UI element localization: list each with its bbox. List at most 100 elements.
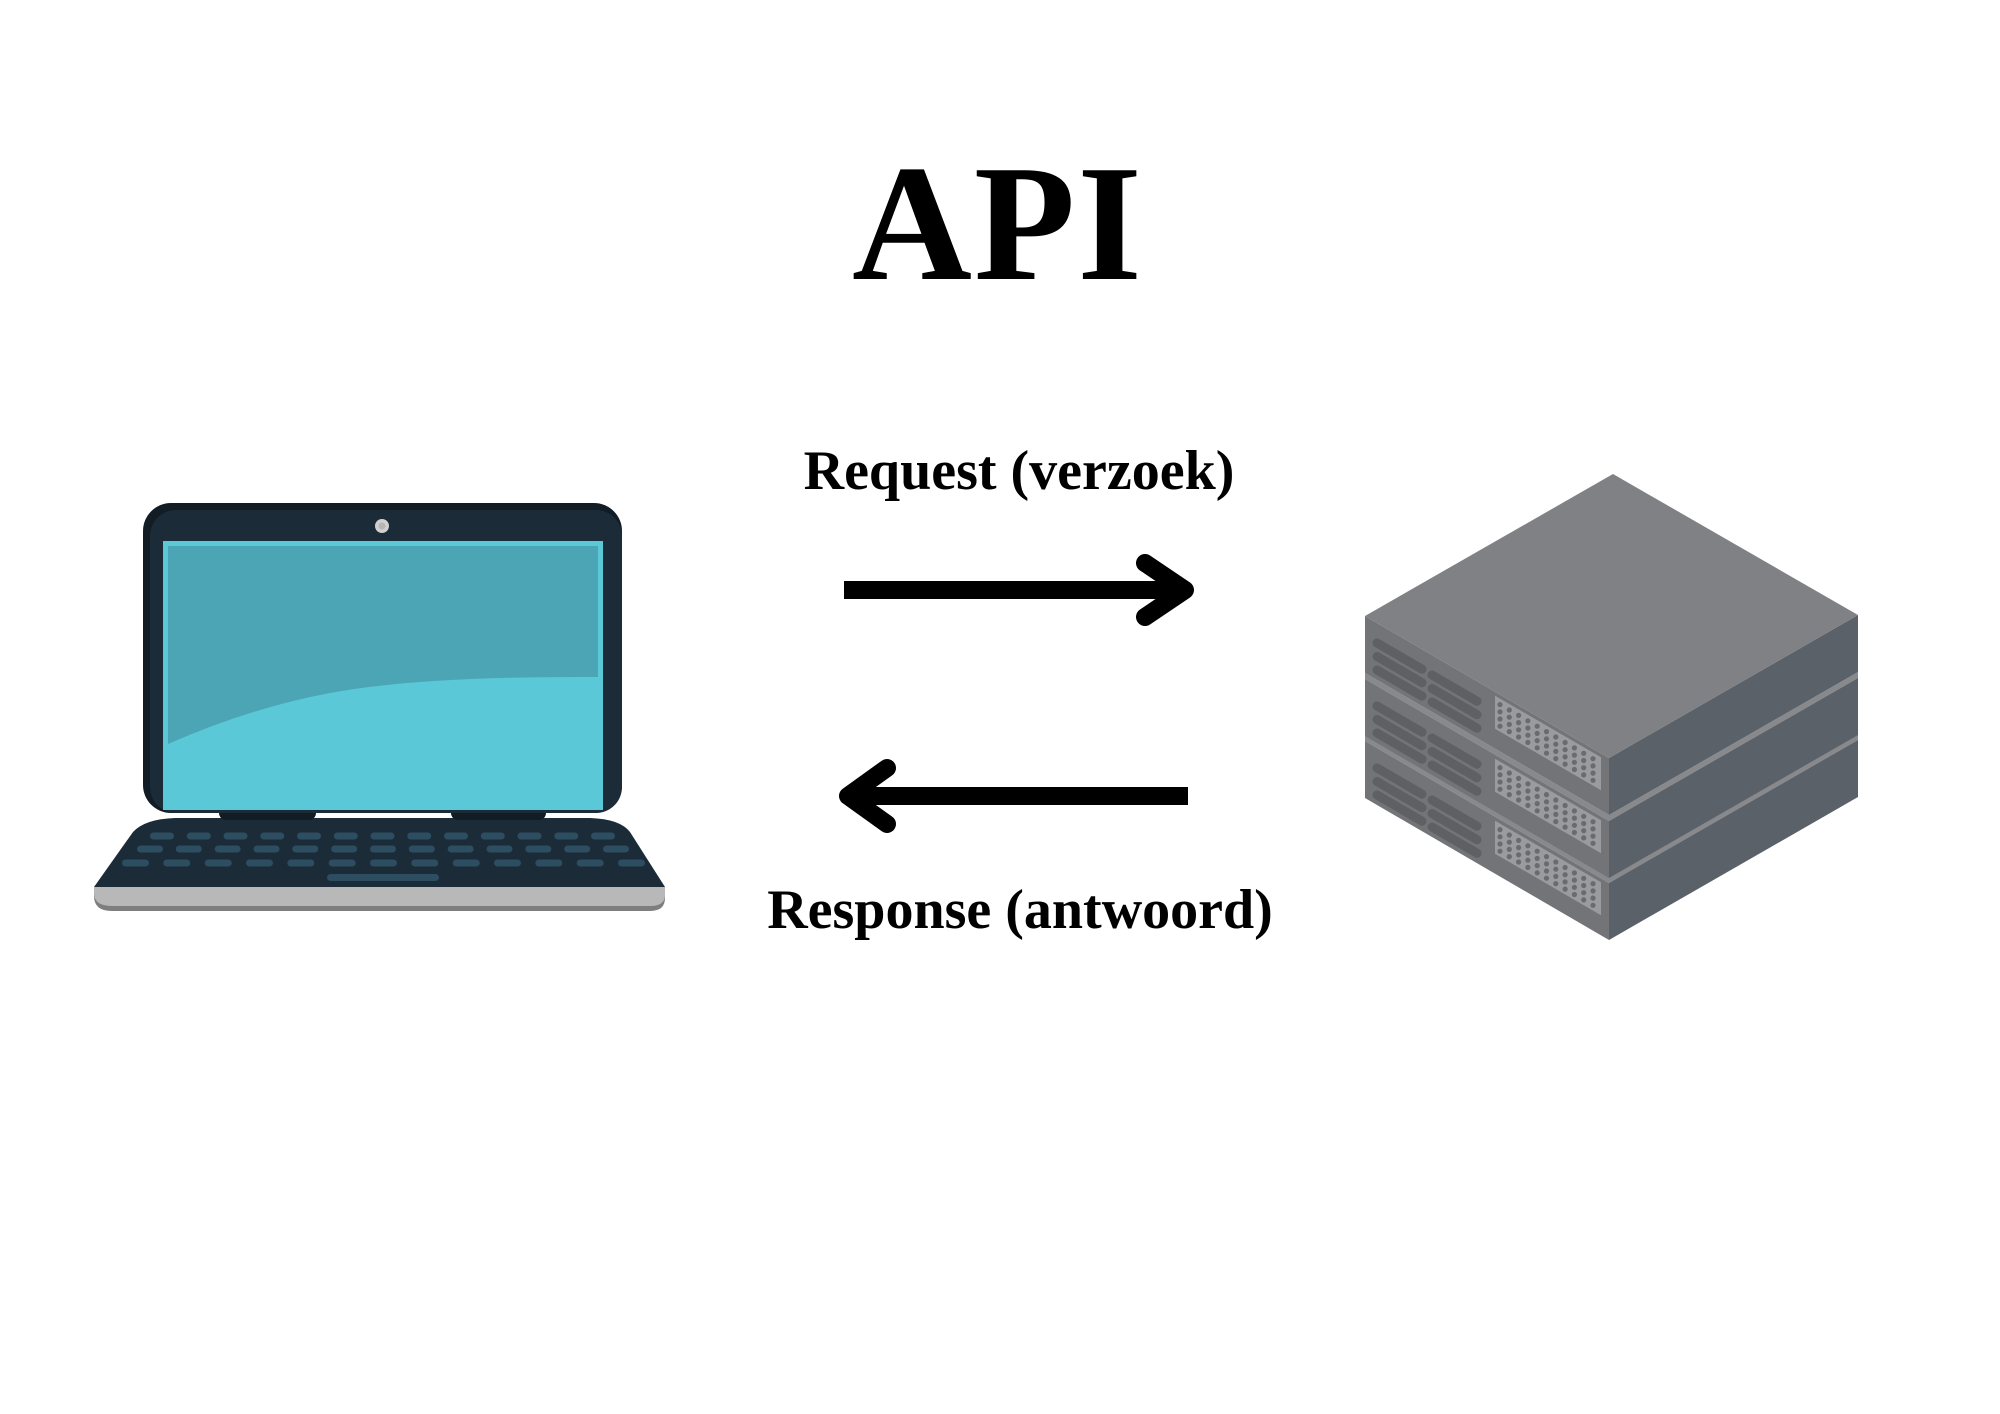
- server-grill-hole: [1543, 813, 1550, 819]
- server-grill-hole: [1516, 775, 1522, 782]
- server-grill-hole: [1534, 870, 1540, 876]
- keyboard-key: [204, 859, 232, 867]
- server-grill-hole: [1506, 770, 1512, 776]
- server-vent-slot: [1427, 733, 1482, 769]
- keyboard-key: [370, 859, 397, 867]
- server-grill-hole: [1590, 881, 1596, 887]
- server-grill-hole: [1516, 845, 1522, 851]
- server-grill-hole: [1534, 730, 1540, 737]
- keyboard-key: [253, 845, 280, 853]
- request-label: Request (verzoek): [803, 440, 1235, 502]
- server-grill-hole: [1571, 877, 1577, 883]
- server-grill-hole: [1497, 709, 1503, 715]
- keyboard-key: [576, 859, 604, 867]
- request-arrow: [844, 554, 1194, 626]
- server-grill-hole: [1571, 766, 1577, 773]
- keyboard-key: [494, 859, 521, 867]
- server-grill-hole: [1581, 820, 1587, 827]
- server-grill-hole: [1553, 756, 1559, 762]
- keyboard-key: [370, 845, 396, 853]
- server-grill-hole: [1534, 855, 1540, 862]
- server-grill-hole: [1506, 839, 1512, 845]
- server-grill-hole: [1516, 734, 1522, 740]
- server-grill-hole: [1553, 734, 1559, 740]
- server-grill-hole: [1534, 786, 1540, 792]
- server-grill-hole: [1516, 712, 1522, 719]
- server-grill-hole: [1497, 772, 1503, 778]
- server-grill-hole: [1506, 846, 1512, 853]
- server-grill-hole: [1581, 765, 1587, 771]
- server-grill-hole: [1590, 756, 1596, 762]
- keyboard-key: [480, 832, 505, 840]
- server-grill-hole: [1516, 720, 1522, 726]
- keyboard-key: [444, 832, 468, 840]
- server-grill-hole: [1562, 810, 1568, 816]
- keyboard-key: [370, 832, 395, 840]
- keyboard-key: [408, 845, 435, 853]
- keyboard-key: [186, 832, 211, 840]
- server-grill-hole: [1581, 890, 1587, 896]
- server-vent-slot: [1427, 760, 1482, 796]
- server-grill-hole: [1497, 702, 1503, 708]
- server-grill-hole: [1553, 748, 1559, 755]
- keyboard-key: [246, 859, 273, 867]
- server-grill-hole: [1534, 745, 1540, 751]
- keyboard-key: [618, 859, 645, 867]
- keyboard-key: [564, 845, 591, 853]
- server-grill-hole: [1506, 832, 1512, 838]
- response-arrow-head: [839, 759, 896, 833]
- server-unit-side-face: [1609, 740, 1858, 940]
- server-grill-hole: [1571, 759, 1577, 765]
- server-grill-hole: [1553, 873, 1559, 880]
- server-grill-hole: [1562, 739, 1568, 746]
- server-grill-hole: [1581, 757, 1587, 764]
- server-grill-hole: [1553, 881, 1559, 887]
- server-grill-hole: [1516, 790, 1522, 796]
- keyboard-key: [163, 859, 191, 867]
- server-grill-hole: [1534, 738, 1540, 744]
- server-grill-hole: [1543, 868, 1550, 874]
- server-vent-slot: [1372, 763, 1427, 799]
- server-grill-hole: [1590, 833, 1596, 839]
- keyboard-key: [331, 845, 358, 853]
- server-grill-hole: [1590, 819, 1596, 825]
- server-grill-hole: [1506, 729, 1512, 735]
- server-grill-hole: [1497, 841, 1503, 847]
- server-grill-hole: [1581, 835, 1587, 841]
- response-arrow: [839, 759, 1188, 833]
- server-grill-panel: [1495, 758, 1601, 854]
- server-grill-hole: [1525, 732, 1531, 738]
- server-grill-hole: [1571, 870, 1577, 876]
- keyboard-key: [452, 859, 480, 867]
- server-vent-slot: [1427, 822, 1482, 858]
- server-grill-hole: [1562, 872, 1568, 878]
- server-grill-hole: [1553, 804, 1559, 810]
- screen-reflection: [168, 546, 598, 744]
- server-grill-hole: [1497, 723, 1503, 729]
- keyboard-key: [333, 832, 358, 840]
- server-grill-hole: [1525, 795, 1531, 801]
- server-grill-hole: [1571, 815, 1577, 821]
- server-grill-hole: [1581, 882, 1587, 889]
- server-grill-hole: [1543, 875, 1550, 881]
- server-grill-hole: [1571, 891, 1577, 898]
- server-grill-hole: [1543, 743, 1550, 749]
- server-grill-hole: [1534, 863, 1540, 869]
- server-unit-front-face: [1365, 679, 1609, 878]
- keyboard-key: [214, 845, 241, 853]
- server-grill-hole: [1553, 741, 1559, 747]
- server-vent-slot: [1372, 715, 1427, 751]
- keyboard-key: [554, 832, 579, 840]
- server-grill-hole: [1497, 765, 1503, 771]
- server-grill-hole: [1525, 725, 1531, 731]
- server-vent-slot: [1372, 728, 1427, 764]
- server-grill-hole: [1562, 879, 1568, 885]
- keyboard-key: [292, 845, 319, 853]
- server-top-face: [1365, 474, 1858, 758]
- keyboard-spacebar: [327, 874, 439, 881]
- server-unit: [1365, 615, 1858, 815]
- laptop-base: [94, 818, 665, 911]
- keyboard-key: [591, 832, 615, 840]
- server-unit: [1365, 734, 1858, 940]
